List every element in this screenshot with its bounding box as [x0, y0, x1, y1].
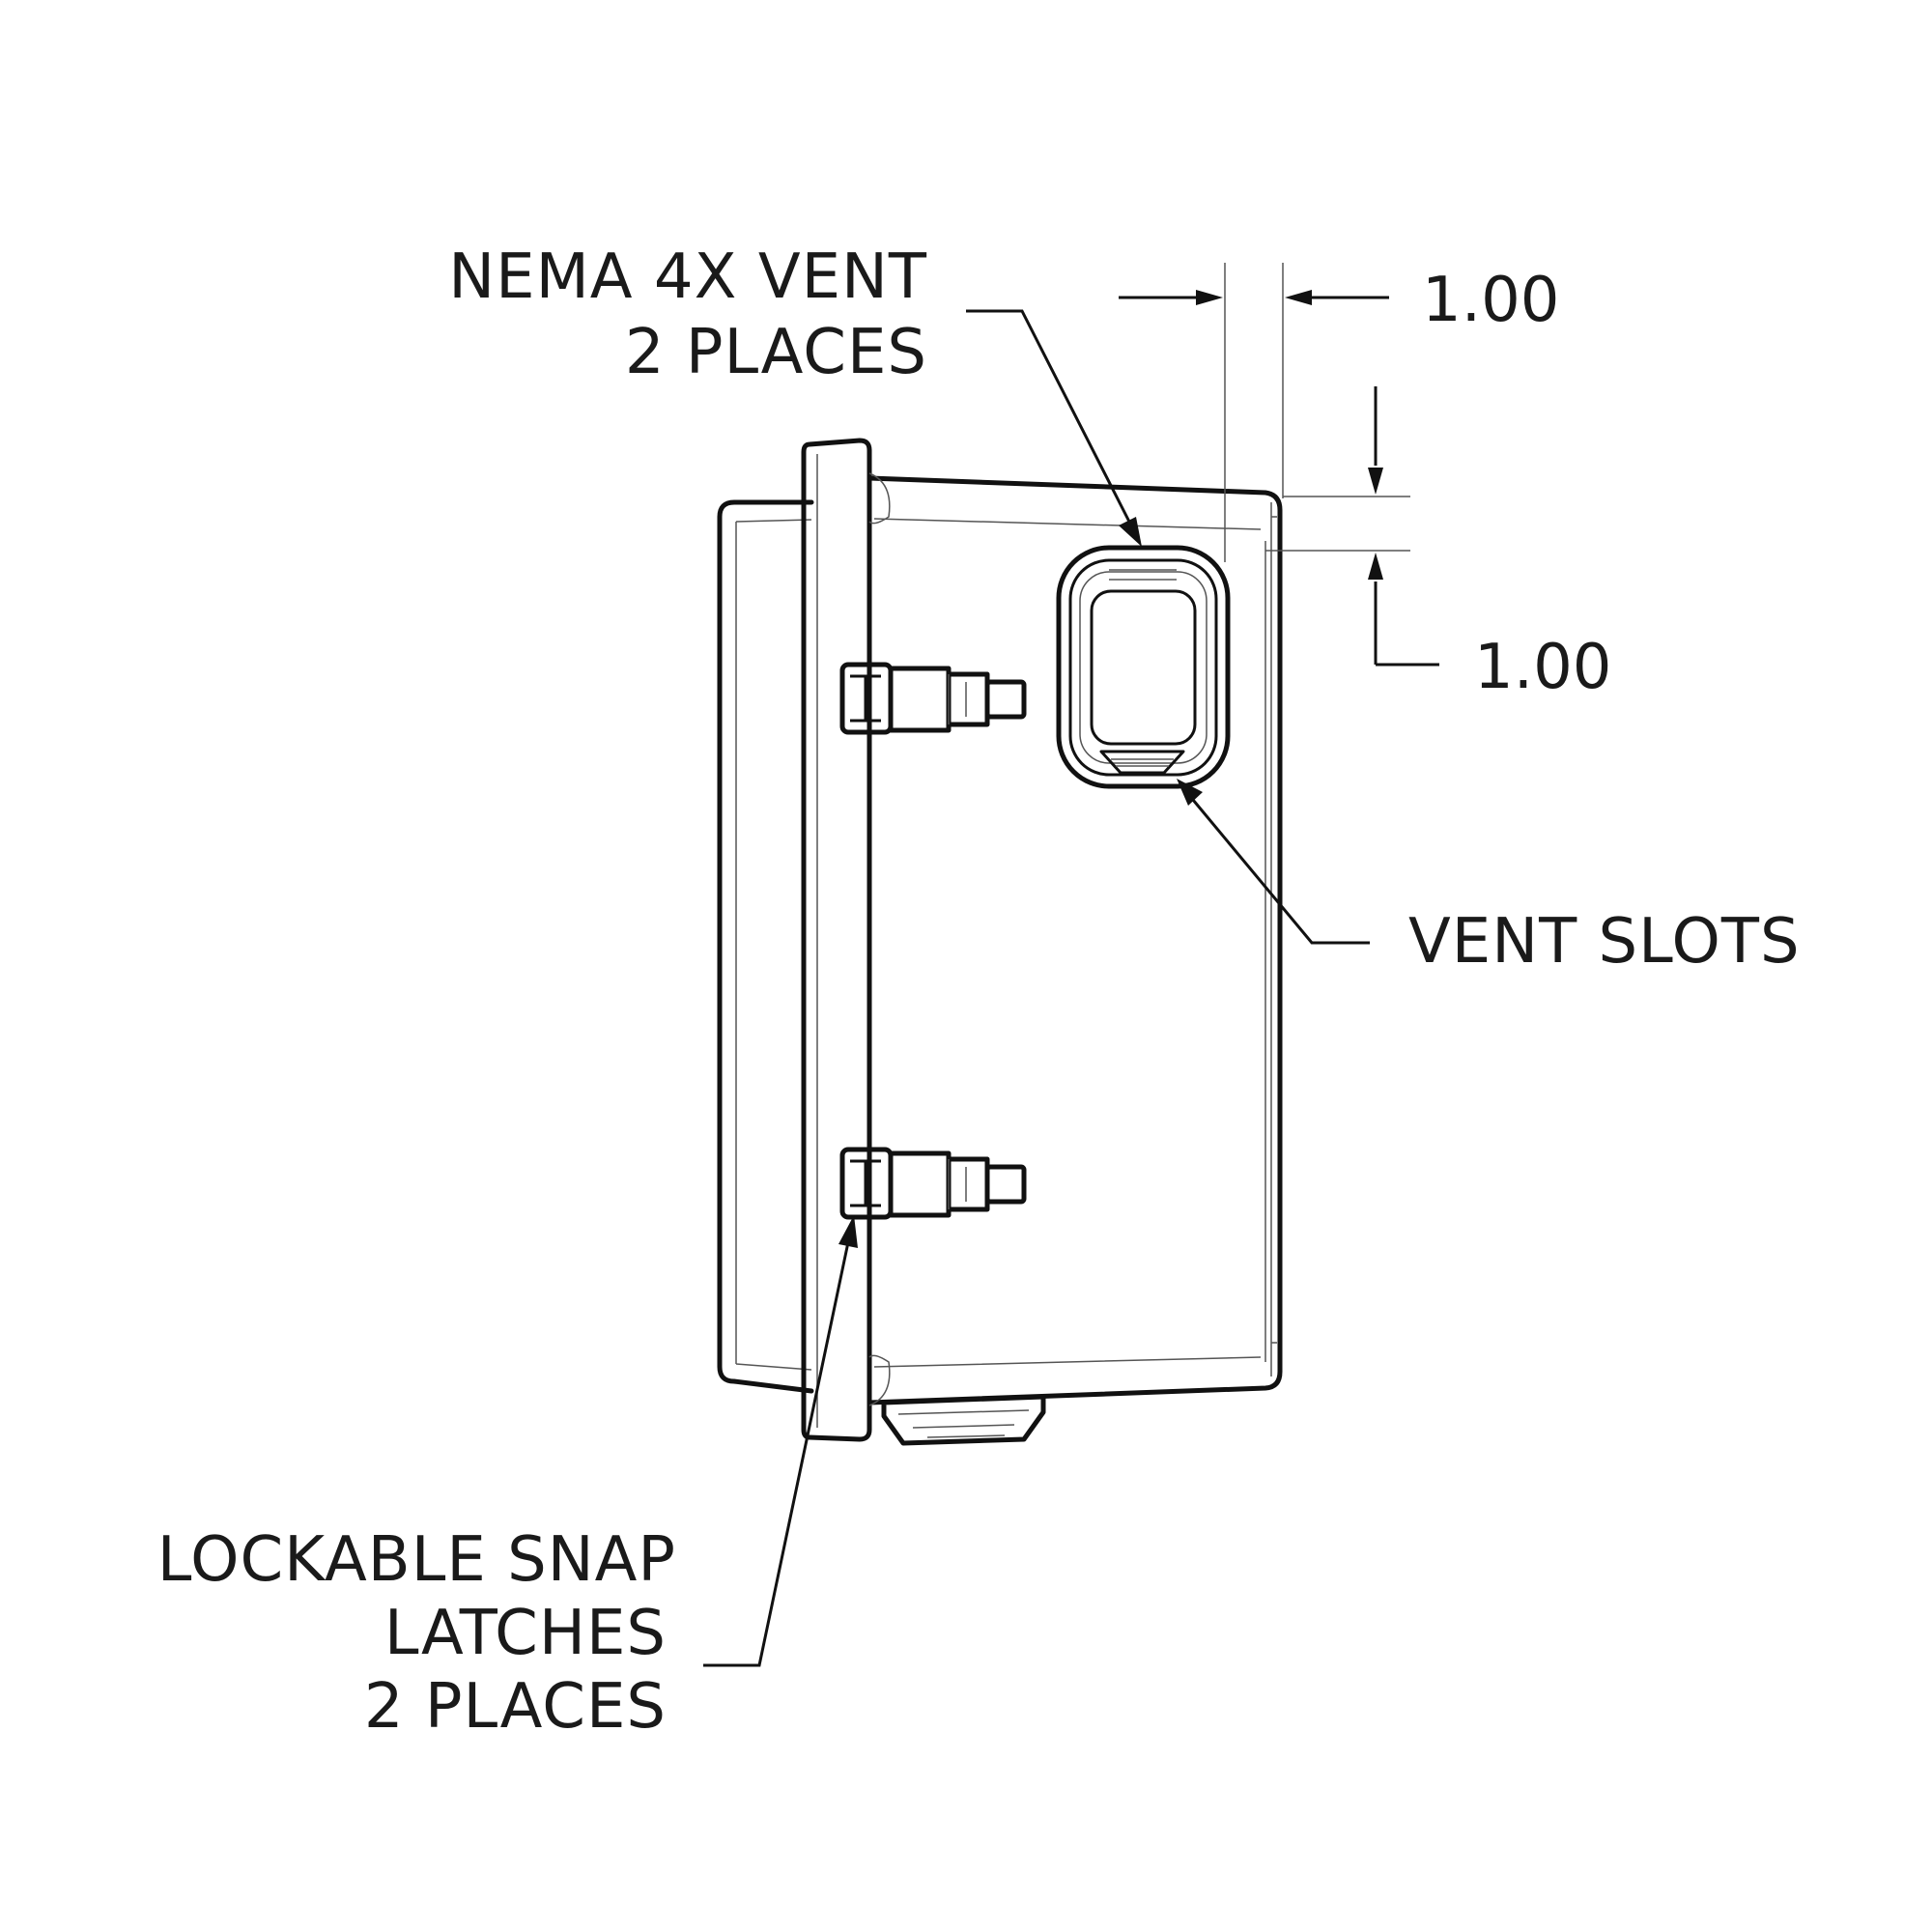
corner-fillet-top: [868, 472, 891, 525]
nema-vent: [1056, 545, 1231, 789]
dimension-horizontal-value: 1.00: [1422, 265, 1560, 336]
leader-nema-vent: [966, 309, 1142, 547]
nema-vent-label-line2: 2 PLACES: [625, 317, 927, 388]
bottom-foot: [881, 1394, 1046, 1446]
rear-flange-inner: [735, 519, 812, 1371]
corner-fillet-bottom: [868, 1354, 891, 1406]
dimension-vertical-value: 1.00: [1474, 632, 1612, 703]
lid-frame: [801, 438, 872, 1442]
snap-latch-upper: [839, 662, 1027, 735]
nema-vent-label-line1: NEMA 4X VENT: [448, 241, 927, 313]
vent-slot-grille: [1099, 750, 1185, 775]
main-box: [867, 475, 1283, 1405]
dimension-vertical: [1265, 386, 1439, 667]
vent-slots-label: VENT SLOTS: [1408, 906, 1801, 978]
latches-label-line3: 2 PLACES: [364, 1671, 667, 1743]
leader-snap-latches: [703, 1215, 858, 1667]
snap-latch-lower: [839, 1147, 1027, 1220]
dimension-horizontal: [1119, 263, 1389, 562]
latches-label-line2: LATCHES: [384, 1598, 667, 1669]
main-box-inner: [873, 518, 1266, 1368]
rear-flange: [717, 499, 814, 1394]
enclosure-body: [717, 438, 1283, 1446]
latches-label-line1: LOCKABLE SNAP: [157, 1524, 676, 1596]
right-edge-detail: [1270, 502, 1277, 1377]
leader-vent-slots: [1177, 779, 1370, 945]
bottom-foot-detail: [897, 1409, 1030, 1438]
